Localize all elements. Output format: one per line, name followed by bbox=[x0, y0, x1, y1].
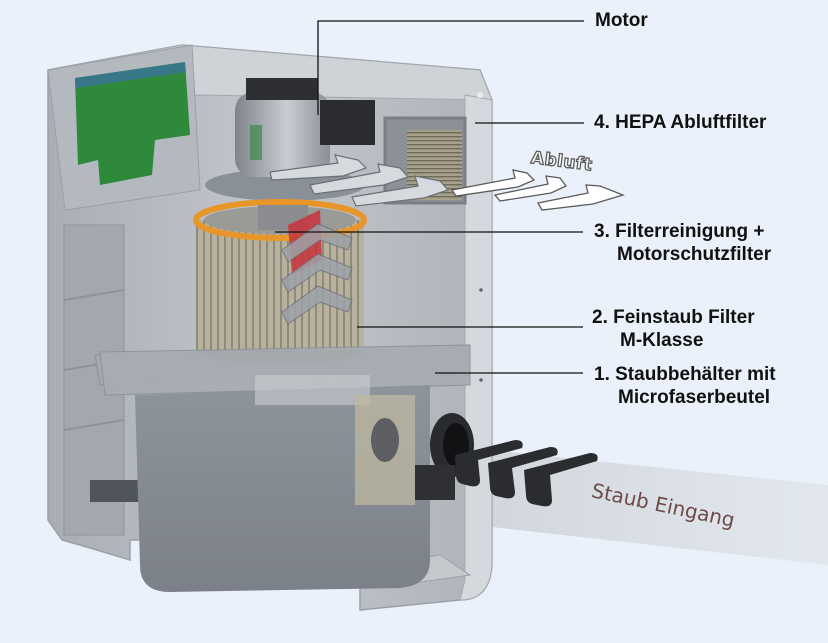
callout-motor-text: Motor bbox=[595, 10, 648, 31]
callout-filterreinigung: 3. Filterreinigung + Motorschutzfilter bbox=[594, 220, 771, 266]
callout-filterreinigung-line2: Motorschutzfilter bbox=[617, 244, 772, 265]
cartridge-filter bbox=[193, 199, 367, 364]
callout-feinstaub-line1: 2. Feinstaub Filter bbox=[592, 307, 755, 328]
leader-line-motor bbox=[317, 20, 584, 115]
callout-motor: Motor bbox=[595, 9, 648, 32]
exhaust-arrows-icon bbox=[269, 154, 450, 207]
callout-hepa: 4. HEPA Abluftfilter bbox=[594, 111, 766, 134]
callout-feinstaub: 2. Feinstaub Filter M-Klasse bbox=[592, 306, 755, 352]
intake-arrows-icon bbox=[455, 440, 598, 507]
abluft-arrows-icon bbox=[450, 169, 625, 211]
callout-staubbehaelter: 1. Staubbehälter mit Microfaserbeutel bbox=[594, 363, 776, 409]
callout-staubbehaelter-line1: 1. Staubbehälter mit bbox=[594, 364, 776, 385]
dust-bin bbox=[99, 344, 474, 592]
callout-feinstaub-line2: M-Klasse bbox=[620, 330, 704, 351]
circuit-board bbox=[75, 62, 190, 185]
leader-lines bbox=[275, 20, 584, 374]
callout-hepa-text: 4. HEPA Abluftfilter bbox=[594, 112, 767, 133]
callout-filterreinigung-line1: 3. Filterreinigung + bbox=[594, 221, 765, 242]
callout-staubbehaelter-line2: Microfaserbeutel bbox=[618, 387, 771, 408]
